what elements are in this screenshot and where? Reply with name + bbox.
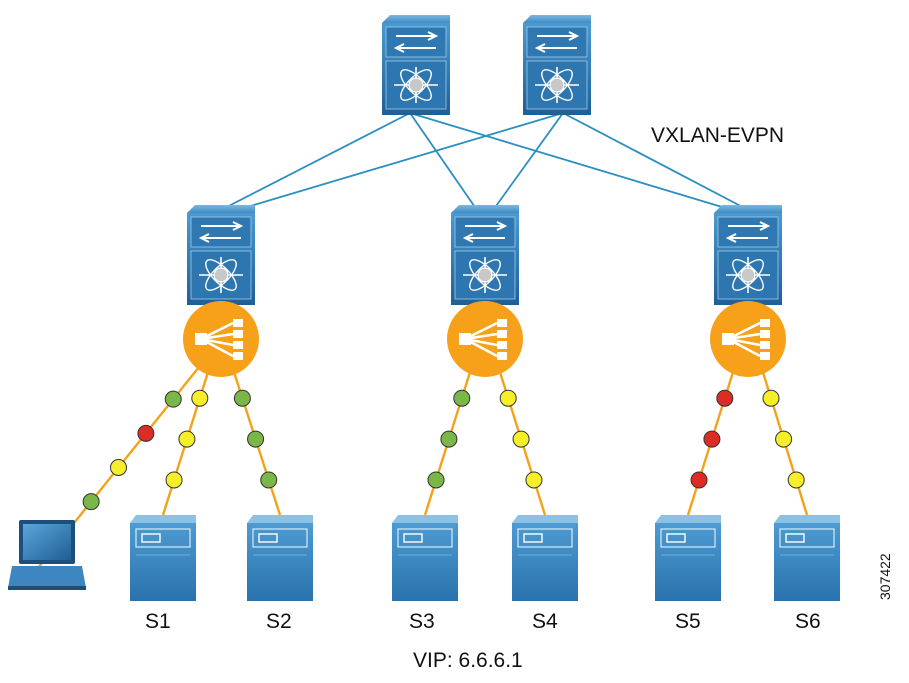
status-dot-yellow [191,389,209,407]
fabric-link [409,112,743,214]
figure-id: 307422 [877,553,893,600]
server-icon [247,515,313,601]
nexus-switch-icon [523,15,591,115]
s4-link [497,368,547,516]
nexus-switch-icon [714,205,782,305]
status-dot-green [427,471,445,489]
nexus-switch-icon [187,205,255,305]
status-dot-green [440,430,458,448]
server-icon [130,515,196,601]
status-dot-green [453,389,471,407]
nexus-switch-icon [451,205,519,305]
status-dot-yellow [165,471,183,489]
status-dot-green [247,430,265,448]
fabric-link [409,112,480,214]
status-dot-red [690,471,708,489]
fabric-links [214,112,755,214]
server-label-s3: S3 [409,610,435,633]
server-label-s2: S2 [266,610,292,633]
server-label-s1: S1 [145,610,171,633]
status-dot-red [716,389,734,407]
status-dot-yellow [178,430,196,448]
s1-link [161,368,211,516]
s5-link [686,368,736,516]
server-icon [774,515,840,601]
overlay-label: VXLAN-EVPN [651,124,784,147]
s6-link [760,368,809,516]
server-label-s6: S6 [795,610,821,633]
client-link [37,366,200,569]
devices [8,15,840,601]
status-dot-yellow [525,471,543,489]
server-icon [655,515,721,601]
status-dot-yellow [787,471,805,489]
fabric-link [226,112,564,214]
status-dot-red [137,424,155,442]
status-dot-red [703,430,721,448]
s3-link [423,368,473,516]
status-dot-yellow [512,430,530,448]
status-dot-green [164,390,182,408]
fabric-link [214,112,411,214]
status-dot-yellow [110,459,127,476]
status-dot-yellow [775,430,793,448]
s2-link [231,368,282,516]
status-dot-green [82,493,100,511]
fabric-link [490,112,564,214]
status-dot-green [233,389,251,407]
load-balancer-icon [183,301,259,377]
fabric-link [562,112,755,214]
status-dot-yellow [499,389,517,407]
server-label-s5: S5 [675,610,701,633]
server-icon [512,515,578,601]
server-label-s4: S4 [532,610,558,633]
laptop-icon [8,520,86,590]
status-dot-yellow [762,389,780,407]
nexus-switch-icon [382,15,450,115]
vip-label: VIP: 6.6.6.1 [413,649,523,672]
load-balancer-icon [447,301,523,377]
load-balancer-icon [710,301,786,377]
access-links [37,366,809,569]
status-dot-green [260,471,278,489]
server-icon [392,515,458,601]
